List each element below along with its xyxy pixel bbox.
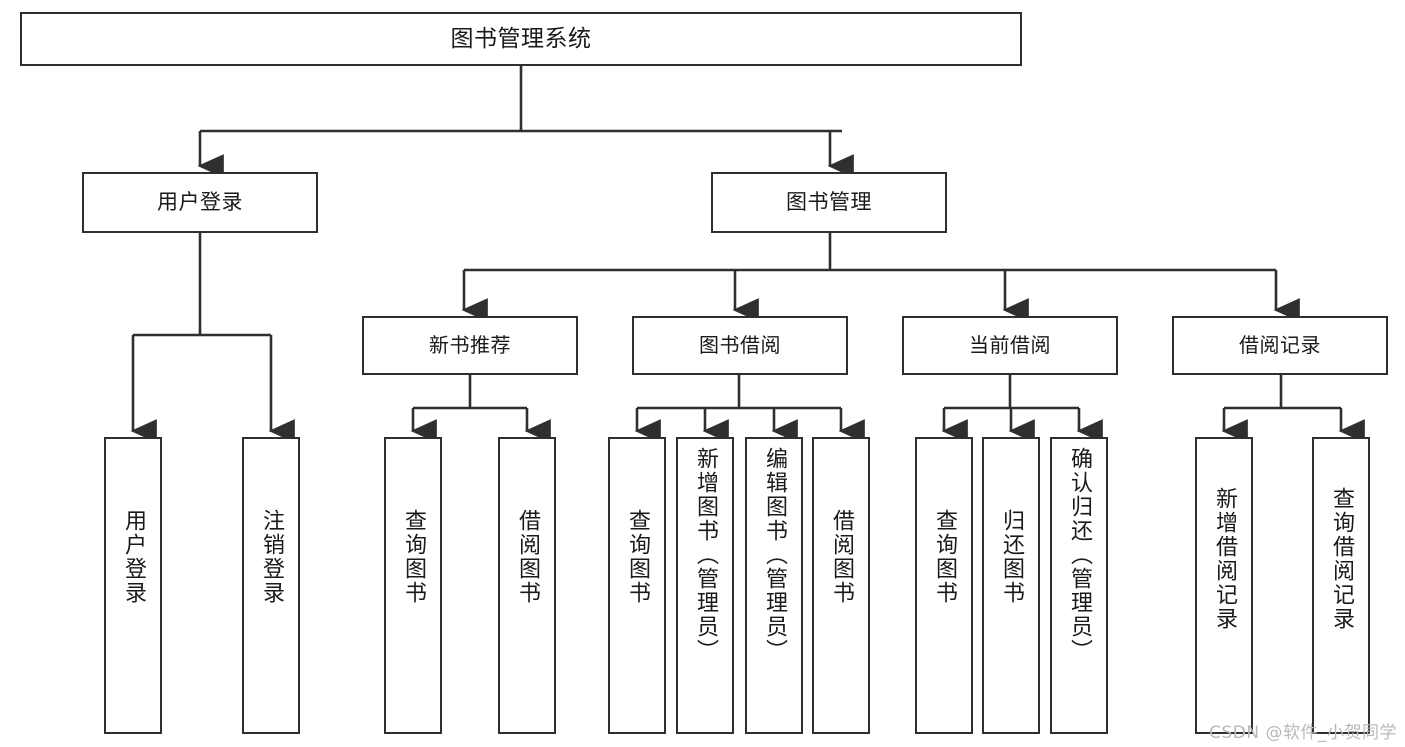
node-label: 确认归还（管理员） [1067,447,1092,663]
node-label: 查询图书 [401,509,426,605]
node-current-borrowing[interactable]: 当前借阅 [902,316,1118,375]
node-book-management[interactable]: 图书管理 [711,172,947,233]
leaf-borrow-books-borrowing[interactable]: 借阅图书 [812,437,870,734]
node-label: 用户登录 [157,190,243,215]
node-root-system[interactable]: 图书管理系统 [20,12,1022,66]
leaf-add-borrow-record[interactable]: 新增借阅记录 [1195,437,1253,734]
leaf-query-borrow-record[interactable]: 查询借阅记录 [1312,437,1370,734]
node-label: 新书推荐 [429,333,511,357]
node-label: 借阅图书 [829,509,854,605]
leaf-user-login[interactable]: 用户登录 [104,437,162,734]
node-borrowing-records[interactable]: 借阅记录 [1172,316,1388,375]
node-new-book-recommendation[interactable]: 新书推荐 [362,316,578,375]
leaf-edit-book-admin[interactable]: 编辑图书（管理员） [745,437,803,734]
csdn-watermark: CSDN @软件_小贺同学 [1209,723,1397,743]
node-label: 查询图书 [932,509,957,605]
node-label: 注销登录 [259,509,284,605]
node-label: 图书管理系统 [450,25,592,52]
node-book-borrowing[interactable]: 图书借阅 [632,316,848,375]
leaf-return-books[interactable]: 归还图书 [982,437,1040,734]
leaf-logout[interactable]: 注销登录 [242,437,300,734]
node-label: 借阅记录 [1239,333,1321,357]
node-label: 归还图书 [999,509,1024,605]
node-label: 查询借阅记录 [1329,487,1354,631]
node-label: 新增图书（管理员） [693,447,718,663]
node-label: 图书管理 [786,190,872,215]
node-user-login[interactable]: 用户登录 [82,172,318,233]
node-label: 查询图书 [625,509,650,605]
node-label: 用户登录 [121,509,146,605]
node-label: 图书借阅 [699,333,781,357]
leaf-borrow-books-recommend[interactable]: 借阅图书 [498,437,556,734]
node-label: 当前借阅 [969,333,1051,357]
leaf-add-book-admin[interactable]: 新增图书（管理员） [676,437,734,734]
leaf-query-books-recommend[interactable]: 查询图书 [384,437,442,734]
leaf-query-books-current[interactable]: 查询图书 [915,437,973,734]
leaf-confirm-return-admin[interactable]: 确认归还（管理员） [1050,437,1108,734]
leaf-query-books-borrowing[interactable]: 查询图书 [608,437,666,734]
node-label: 编辑图书（管理员） [762,447,787,663]
node-label: 借阅图书 [515,509,540,605]
node-label: 新增借阅记录 [1212,487,1237,631]
